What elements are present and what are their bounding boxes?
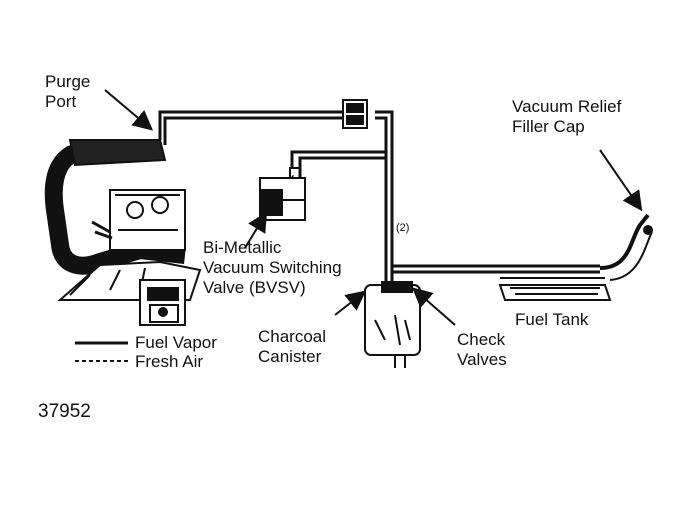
bvsv-label-line3: Valve (BVSV) (203, 278, 306, 297)
vacuum-relief-label-line2: Filler Cap (512, 117, 585, 136)
charcoal-canister-label-line1: Charcoal (258, 327, 327, 346)
vacuum-relief-label-line1: Vacuum Relief (512, 97, 622, 116)
legend-fuel-vapor: Fuel Vapor (135, 333, 217, 352)
charcoal-canister-label: Charcoal Canister (258, 327, 326, 367)
purge-port-label-line2: Port (45, 92, 77, 111)
leader-arrows (104, 89, 643, 326)
charcoal-canister-label-line2: Canister (258, 347, 322, 366)
check-valves-label: Check Valves (457, 330, 507, 370)
legend-fresh-air: Fresh Air (135, 352, 204, 371)
bvsv-valve (259, 167, 306, 221)
fuel-tank-label: Fuel Tank (515, 310, 589, 329)
purge-port-label: Purge Port (45, 72, 90, 112)
legend-lines (75, 341, 128, 362)
fuel-tank (498, 225, 653, 301)
charcoal-canister (364, 281, 421, 368)
check-valves-label-line1: Check (457, 330, 506, 349)
bvsv-label-line2: Vacuum Switching (203, 258, 342, 277)
purge-port-label-line1: Purge (45, 72, 91, 91)
bvsv-label: Bi-Metallic Vacuum Switching Valve (BVSV… (203, 238, 342, 298)
line-marker-label: (2) (396, 222, 410, 234)
figure-number: 37952 (38, 401, 91, 422)
vacuum-relief-label: Vacuum Relief Filler Cap (512, 97, 621, 137)
top-valve (342, 99, 368, 129)
engine (44, 139, 202, 326)
bvsv-label-line1: Bi-Metallic (203, 238, 282, 257)
check-valves-label-line2: Valves (457, 350, 507, 369)
